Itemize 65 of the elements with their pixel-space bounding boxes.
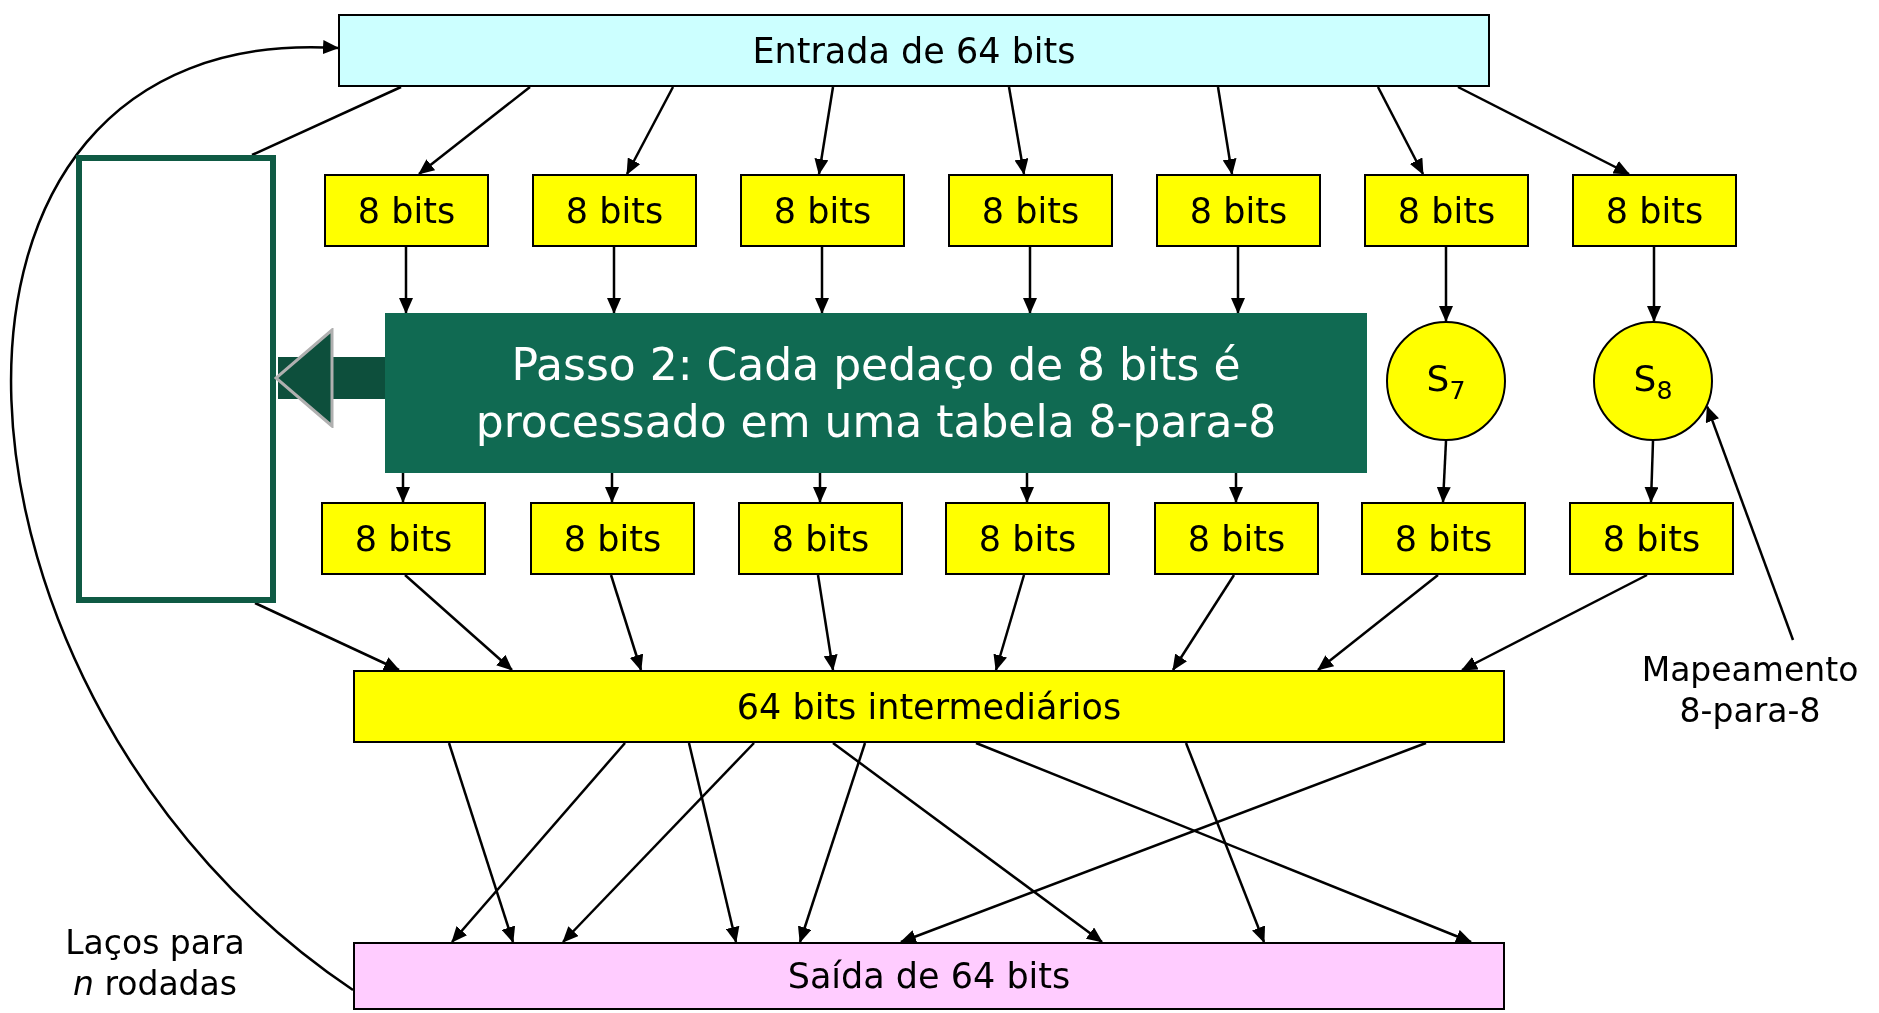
bits-box: 8 bits <box>324 174 489 247</box>
arrow <box>1457 85 1630 176</box>
arrow <box>1007 86 1029 175</box>
arrow <box>451 742 626 943</box>
arrow <box>798 742 867 943</box>
callout-box: Passo 2: Cada pedaço de 8 bits é processado em uma tabela 8-para-8 <box>385 313 1367 473</box>
arrow <box>609 574 644 671</box>
loop-arrow <box>10 42 354 991</box>
arrow <box>1020 473 1034 503</box>
arrow <box>1436 440 1451 503</box>
bits-box: 8 bits <box>1156 174 1321 247</box>
arrow <box>562 742 755 943</box>
arrow <box>1216 86 1237 175</box>
bits-box: 8 bits <box>738 502 903 575</box>
output-box: Saída de 64 bits <box>353 942 1505 1010</box>
annotation-text: Laços para n rodadas <box>64 922 246 1005</box>
s-box-ellipse: S$_{8}$ <box>1593 321 1713 441</box>
arrow <box>605 473 619 503</box>
bits-box: 8 bits <box>945 502 1110 575</box>
arrow <box>1023 247 1037 314</box>
arrow <box>418 86 531 175</box>
arrow <box>813 473 827 503</box>
bits-box: 8 bits <box>1572 174 1737 247</box>
arrow <box>1376 86 1425 175</box>
line <box>251 85 402 157</box>
bits-box: 8 bits <box>1154 502 1319 575</box>
arrow <box>975 741 1472 944</box>
annotation-text: Mapeamento 8-para-8 <box>1640 640 1860 740</box>
bits-box: 8 bits <box>530 502 695 575</box>
arrow <box>1231 247 1245 314</box>
arrow <box>399 247 413 314</box>
arrow <box>404 574 513 671</box>
bits-box: 8 bits <box>532 174 697 247</box>
arrow <box>1461 573 1648 672</box>
bits-box: 8 bits <box>1361 502 1526 575</box>
arrow <box>1644 440 1659 503</box>
bits-box: 8 bits <box>948 174 1113 247</box>
arrow <box>1229 473 1243 503</box>
bits-box: 8 bits <box>321 502 486 575</box>
arrow <box>1647 247 1661 322</box>
arrow <box>1171 574 1236 671</box>
arrow <box>607 247 621 314</box>
arrow <box>396 473 410 503</box>
arrow <box>687 742 740 943</box>
input-box: Entrada de 64 bits <box>338 14 1490 87</box>
arrow <box>1184 742 1266 943</box>
bits-box: 8 bits <box>1364 174 1529 247</box>
arrow <box>900 741 1427 944</box>
block-arrow <box>274 328 385 428</box>
arrow <box>993 574 1026 671</box>
s-box-ellipse: S$_{7}$ <box>1386 321 1506 441</box>
arrow <box>814 86 835 175</box>
bits-box: 8 bits <box>1569 502 1734 575</box>
bits-box: 8 bits <box>740 174 905 247</box>
arrow <box>815 247 829 314</box>
arrow <box>447 742 516 943</box>
arrow <box>816 574 838 671</box>
arrow <box>254 601 400 672</box>
arrow <box>625 86 675 175</box>
arrow <box>1317 574 1439 671</box>
empty-box <box>76 155 276 603</box>
intermediate-box: 64 bits intermediários <box>353 670 1505 743</box>
arrow <box>832 742 1103 943</box>
arrow <box>1439 247 1453 322</box>
leader-line <box>1705 405 1795 641</box>
